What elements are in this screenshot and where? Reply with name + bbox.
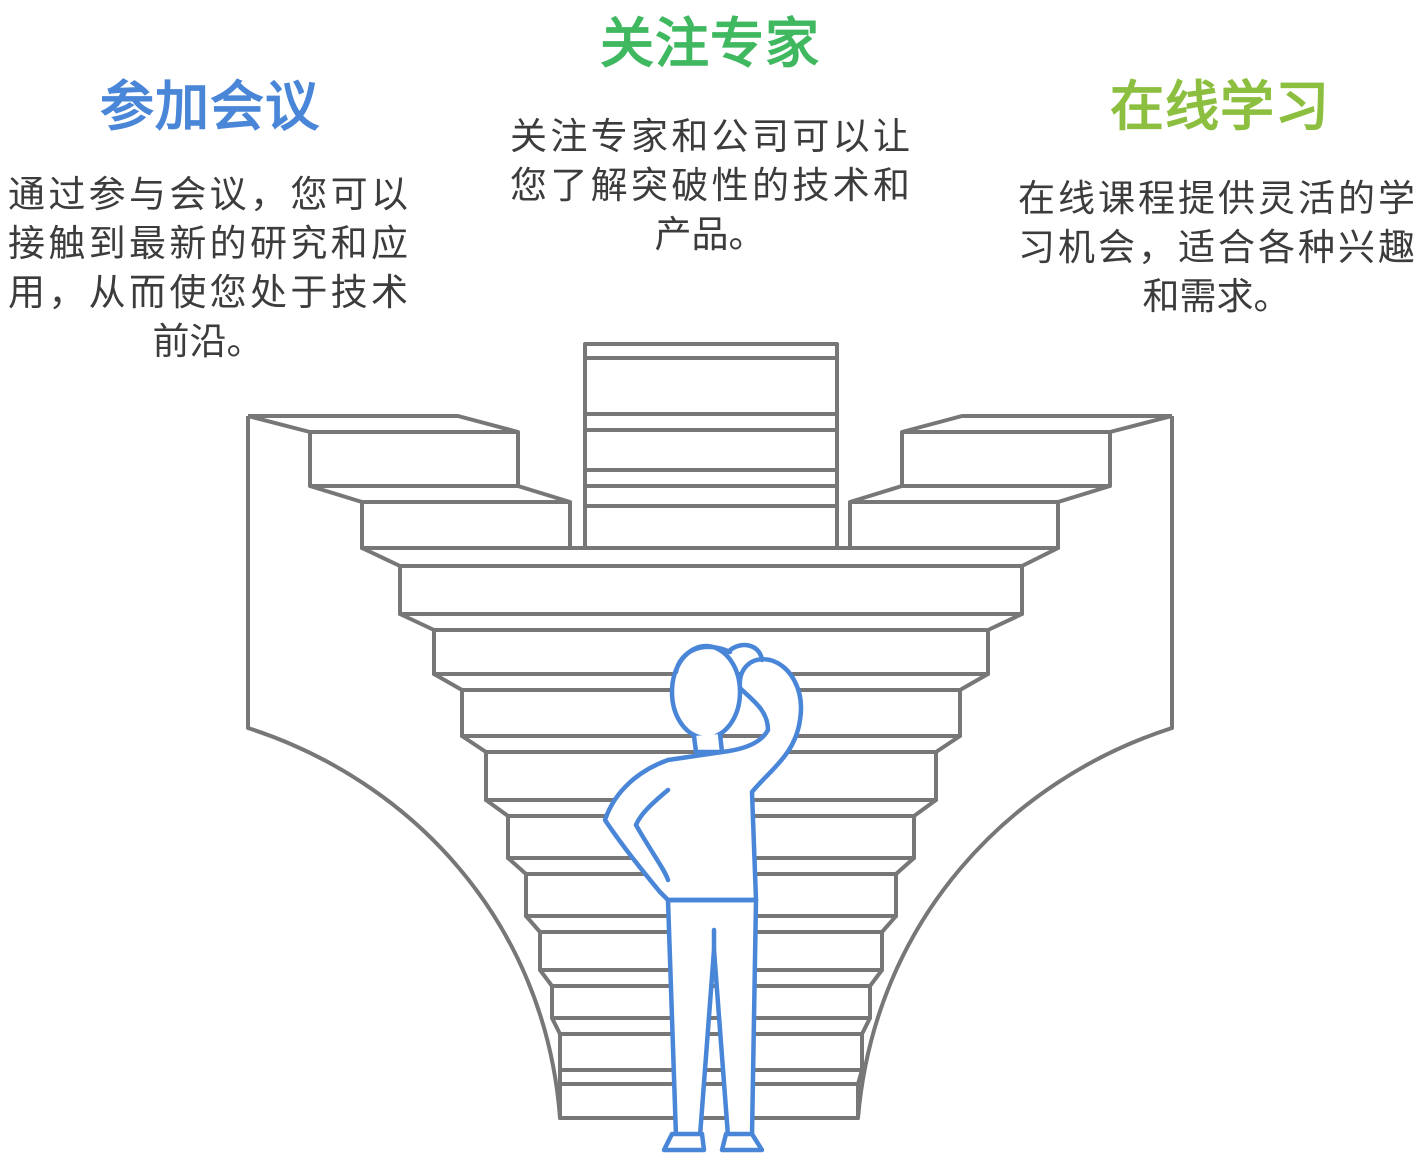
section-title-middle: 关注专家 bbox=[600, 12, 820, 75]
main-steps bbox=[360, 546, 1060, 1120]
section-title-left: 参加会议 bbox=[100, 75, 320, 138]
person-hand-on-head bbox=[725, 642, 765, 663]
person-neck bbox=[691, 731, 725, 755]
center-column bbox=[583, 342, 839, 550]
section-text-right: 在线课程提供灵活的学习机会，适合各种兴趣和需求。 bbox=[1018, 177, 1415, 318]
person-feet bbox=[661, 1131, 765, 1153]
person-torso bbox=[602, 656, 804, 903]
section-text-middle: 关注专家和公司可以让您了解突破性的技术和产品。 bbox=[510, 115, 910, 256]
section-text-left: 通过参与会议，您可以接触到最新的研究和应用，从而使您处于技术前沿。 bbox=[8, 173, 408, 363]
person-arm-inner bbox=[633, 787, 671, 883]
person-hair bbox=[673, 644, 733, 675]
person-figure bbox=[602, 642, 804, 1153]
staircase bbox=[246, 342, 1174, 1120]
section-title-right: 在线学习 bbox=[1110, 75, 1330, 138]
center-column-lines bbox=[585, 356, 837, 508]
